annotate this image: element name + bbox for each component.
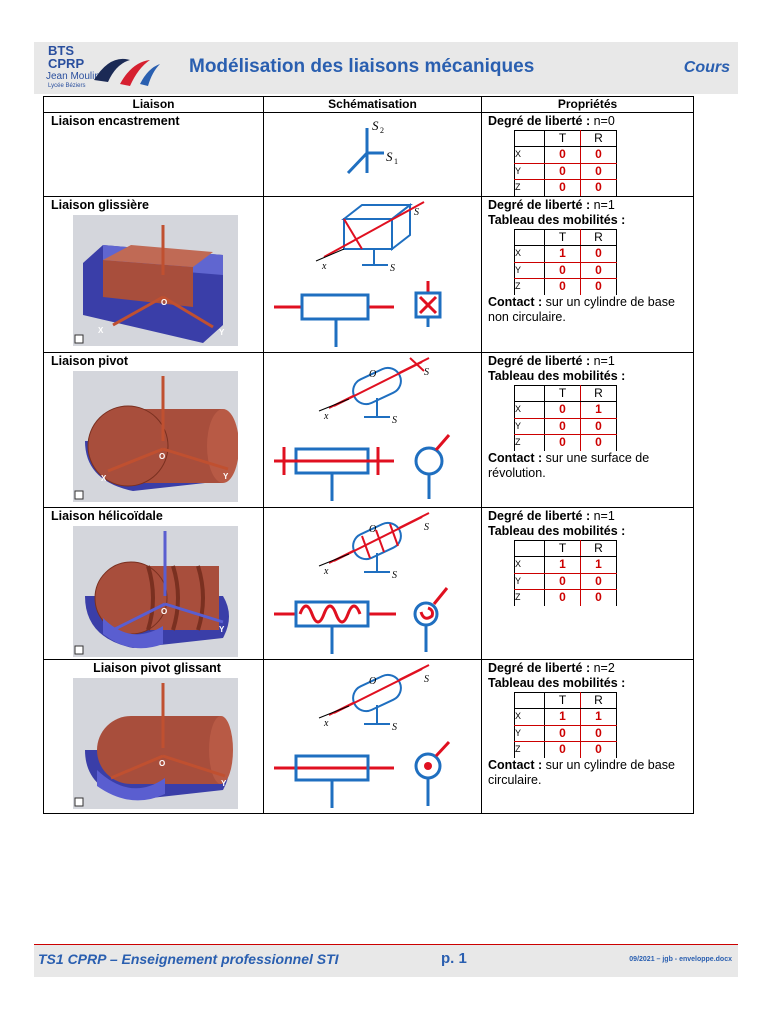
svg-text:S: S <box>372 118 379 133</box>
mobility-label: Tableau des mobilités : <box>488 213 626 227</box>
dof-value: n=2 <box>593 660 615 675</box>
mobility-label: Tableau des mobilités : <box>488 676 626 690</box>
dof-value: n=0 <box>593 114 615 128</box>
table-row: Liaison hélicoïdale O Y <box>43 506 694 660</box>
svg-text:O: O <box>161 607 167 616</box>
contact-desc: sur une surface de révolution. <box>488 450 650 481</box>
slide-joint-image: O X Y <box>73 214 238 346</box>
dof-value: n=1 <box>593 353 615 368</box>
svg-text:S: S <box>414 207 419 218</box>
svg-text:O: O <box>159 759 165 768</box>
svg-text:1: 1 <box>394 157 398 166</box>
svg-text:S: S <box>392 570 397 581</box>
logo-swoosh-icon <box>94 58 160 86</box>
table-row: Liaison glissière O X Y <box>43 195 694 353</box>
sliding-pivot-joint-image: O Y <box>73 677 238 809</box>
table-row: Liaison pivot glissant O Y <box>43 658 694 814</box>
svg-text:S: S <box>386 149 393 164</box>
svg-text:O: O <box>369 369 376 380</box>
joint-name: Liaison glissière <box>51 197 149 212</box>
svg-text:Y: Y <box>219 328 225 337</box>
contact-desc: sur un cylindre de base circulaire. <box>488 757 675 788</box>
pivot-joint-schema: x O S S <box>274 356 451 501</box>
svg-text:O: O <box>369 676 376 687</box>
svg-text:x: x <box>321 261 327 272</box>
svg-text:x: x <box>323 411 329 422</box>
svg-text:x: x <box>323 718 329 729</box>
joint-name: Liaison pivot glissant <box>93 660 221 675</box>
table-row: Liaison pivot O X Y <box>43 351 694 508</box>
slide-joint-schema: x S S <box>274 200 442 347</box>
page-title: Modélisation des liaisons mécaniques <box>189 56 535 77</box>
mobility-label: Tableau des mobilités : <box>488 524 626 538</box>
svg-text:S: S <box>424 674 429 685</box>
dof-value: n=1 <box>593 508 615 523</box>
sliding-pivot-joint-schema: x O S S <box>274 663 451 808</box>
joints-table: Liaison Schématisation Propriétés Liaiso… <box>43 96 694 814</box>
svg-text:Y: Y <box>223 472 229 481</box>
col-header-props: Propriétés <box>481 96 694 113</box>
svg-text:S: S <box>390 263 395 274</box>
dof-value: n=1 <box>593 197 615 212</box>
joint-name: Liaison encastrement <box>51 114 180 128</box>
svg-text:Y: Y <box>221 779 227 788</box>
page-header: BTS CPRP Jean Moulin Lycée Béziers Modél… <box>34 42 738 94</box>
col-header-liaison: Liaison <box>43 96 264 113</box>
page-number: p. 1 <box>441 950 467 967</box>
svg-text:S: S <box>392 722 397 733</box>
svg-text:O: O <box>369 524 376 535</box>
col-header-schema: Schématisation <box>263 96 482 113</box>
svg-text:2: 2 <box>380 126 384 135</box>
mobility-label: Tableau des mobilités : <box>488 369 626 383</box>
svg-text:X: X <box>98 326 104 335</box>
joint-name: Liaison hélicoïdale <box>51 508 163 523</box>
svg-text:S: S <box>424 367 429 378</box>
school-logo: BTS CPRP Jean Moulin Lycée Béziers <box>44 44 164 92</box>
svg-text:O: O <box>161 298 167 307</box>
svg-text:S: S <box>424 522 429 533</box>
svg-text:Y: Y <box>219 625 225 634</box>
svg-text:x: x <box>323 566 329 577</box>
helical-joint-schema: x O S S <box>274 511 449 654</box>
footer-file-info: 09/2021 – jgb - enveloppe.docx <box>629 956 732 963</box>
svg-text:X: X <box>101 474 107 483</box>
pivot-joint-image: O X Y <box>73 370 238 502</box>
footer-course: TS1 CPRP – Enseignement professionnel ST… <box>38 951 339 967</box>
helical-joint-image: O Y <box>73 525 238 657</box>
joint-name: Liaison pivot <box>51 353 129 368</box>
svg-text:O: O <box>159 452 165 461</box>
contact-desc: sur un cylindre de base non circulaire. <box>488 294 675 325</box>
page-footer: TS1 CPRP – Enseignement professionnel ST… <box>34 944 738 977</box>
svg-text:S: S <box>392 415 397 426</box>
doc-type-badge: Cours <box>683 59 730 76</box>
table-header-row: Liaison Schématisation Propriétés <box>43 96 694 113</box>
